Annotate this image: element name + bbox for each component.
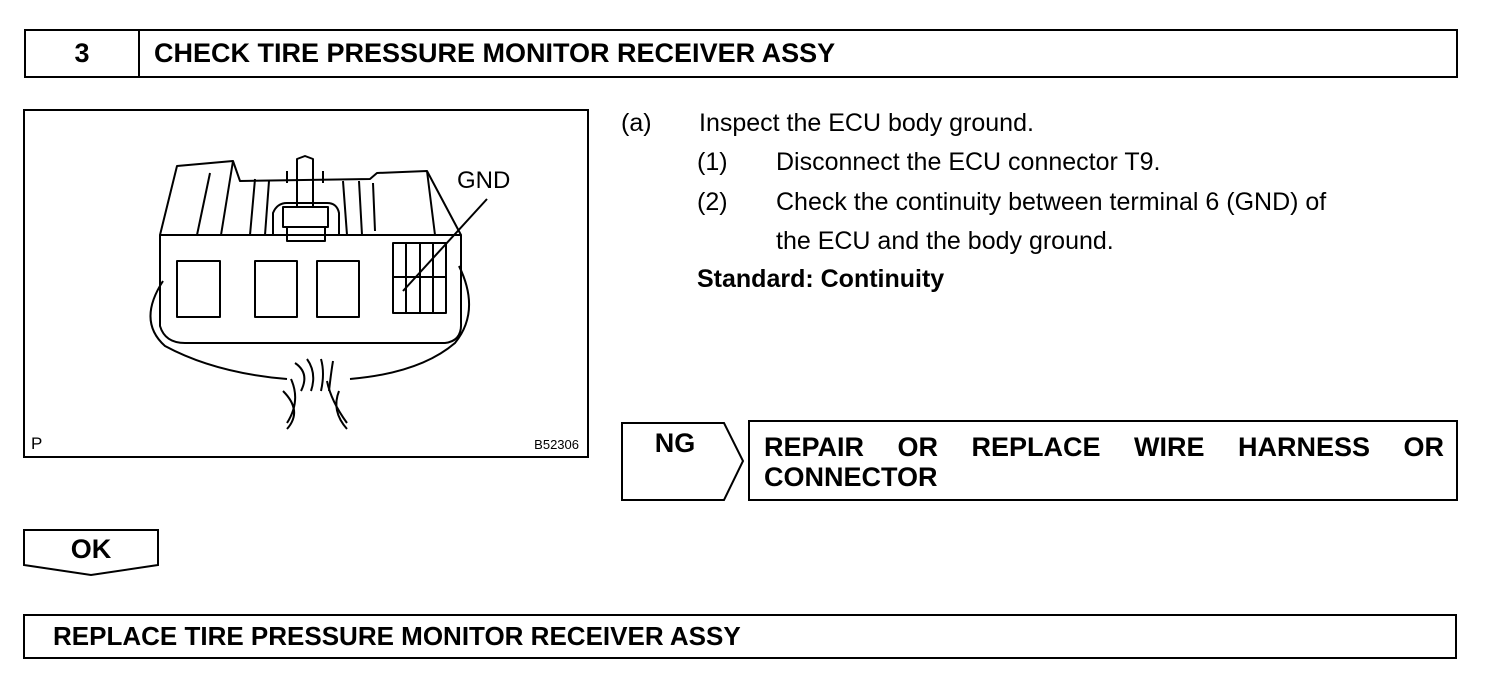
ng-action-line1: REPAIR OR REPLACE WIRE HARNESS OR xyxy=(764,432,1444,462)
ng-action-word: OR xyxy=(1403,432,1444,462)
ng-action-box: REPAIR OR REPLACE WIRE HARNESS OR CONNEC… xyxy=(748,420,1458,501)
step-2-marker: (2) xyxy=(697,188,728,216)
ok-tag-shape xyxy=(23,529,159,577)
ng-action-line2: CONNECTOR xyxy=(764,462,938,492)
ng-action-word: OR xyxy=(897,432,939,462)
step-title: CHECK TIRE PRESSURE MONITOR RECEIVER ASS… xyxy=(154,38,836,68)
step-2-text-line2: the ECU and the body ground. xyxy=(776,227,1114,255)
ng-action-word: HARNESS xyxy=(1237,432,1370,462)
ng-action-word: WIRE xyxy=(1133,432,1205,462)
ng-action-word: REPLACE xyxy=(971,432,1101,462)
ok-result-text: REPLACE TIRE PRESSURE MONITOR RECEIVER A… xyxy=(53,621,741,651)
step-1-marker: (1) xyxy=(697,148,728,176)
standard-value: Standard: Continuity xyxy=(697,265,945,293)
step-header: 3 CHECK TIRE PRESSURE MONITOR RECEIVER A… xyxy=(24,29,1458,78)
ok-result-box: REPLACE TIRE PRESSURE MONITOR RECEIVER A… xyxy=(23,614,1457,659)
gnd-label: GND xyxy=(457,167,511,194)
figure-corner-letter: P xyxy=(31,434,43,453)
substep-a-text: Inspect the ECU body ground. xyxy=(699,109,1034,137)
connector-figure: GND P B52306 xyxy=(23,109,589,458)
step-1-text: Disconnect the ECU connector T9. xyxy=(776,148,1161,176)
ok-label: OK xyxy=(70,534,112,564)
ng-label: NG xyxy=(654,428,696,458)
ng-tag-shape xyxy=(621,422,745,501)
ng-action-word: REPAIR xyxy=(764,432,865,462)
ecu-connector-drawing xyxy=(149,155,488,430)
substep-a-marker: (a) xyxy=(621,109,652,137)
step-number: 3 xyxy=(26,31,140,76)
figure-code: B52306 xyxy=(534,437,579,452)
step-2-text-line1: Check the continuity between terminal 6 … xyxy=(776,188,1327,216)
